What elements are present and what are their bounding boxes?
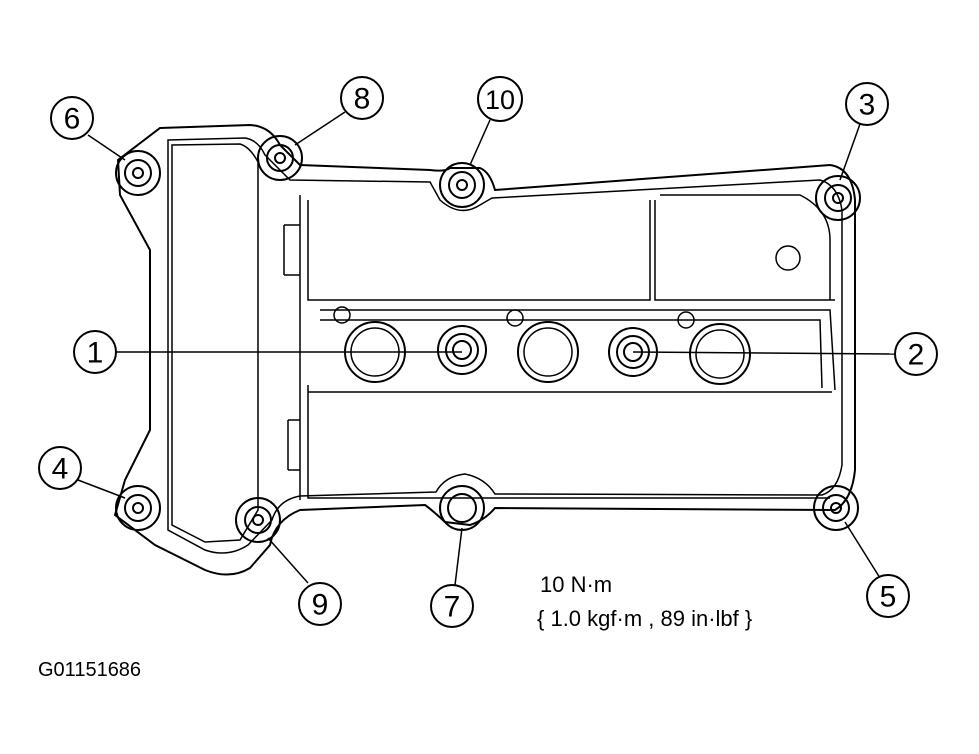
callout-8: 8 — [340, 76, 384, 120]
callout-7-label: 7 — [444, 591, 461, 624]
callout-3-label: 3 — [859, 89, 876, 122]
bolts — [115, 135, 861, 543]
bolt-3 — [815, 175, 861, 221]
callout-4-label: 4 — [52, 453, 69, 486]
callout-2: 2 — [894, 332, 938, 376]
callout-9: 9 — [298, 582, 342, 626]
callout-3: 3 — [845, 82, 889, 126]
bolt-10 — [439, 162, 485, 208]
callout-9-label: 9 — [312, 589, 329, 622]
bolt-8 — [257, 135, 303, 181]
callout-10: 10 — [477, 76, 523, 122]
callout-6: 6 — [50, 96, 94, 140]
torque-spec-line-2: { 1.0 kgf·m , 89 in·lbf } — [537, 606, 752, 631]
callout-4: 4 — [38, 446, 82, 490]
leader-lines — [77, 111, 896, 586]
figure-code: G01151686 — [38, 659, 141, 681]
callout-7: 7 — [430, 584, 474, 628]
bolt-4 — [115, 485, 161, 531]
bolt-1 — [437, 325, 487, 375]
callout-8-label: 8 — [354, 83, 371, 116]
bolt-5 — [813, 485, 859, 531]
cover-outline — [113, 123, 856, 576]
torque-spec-line-1: 10 N·m — [540, 572, 612, 597]
cover-inner-structure — [283, 194, 836, 500]
callout-1-label: 1 — [87, 337, 104, 370]
callout-10-label: 10 — [485, 85, 515, 115]
bolt-9 — [235, 497, 281, 543]
callout-2-label: 2 — [908, 339, 925, 372]
callout-1: 1 — [73, 330, 117, 374]
callout-5-label: 5 — [880, 581, 897, 614]
callout-6-label: 6 — [64, 103, 81, 136]
callout-5: 5 — [866, 574, 910, 618]
bolt-6 — [115, 150, 161, 196]
